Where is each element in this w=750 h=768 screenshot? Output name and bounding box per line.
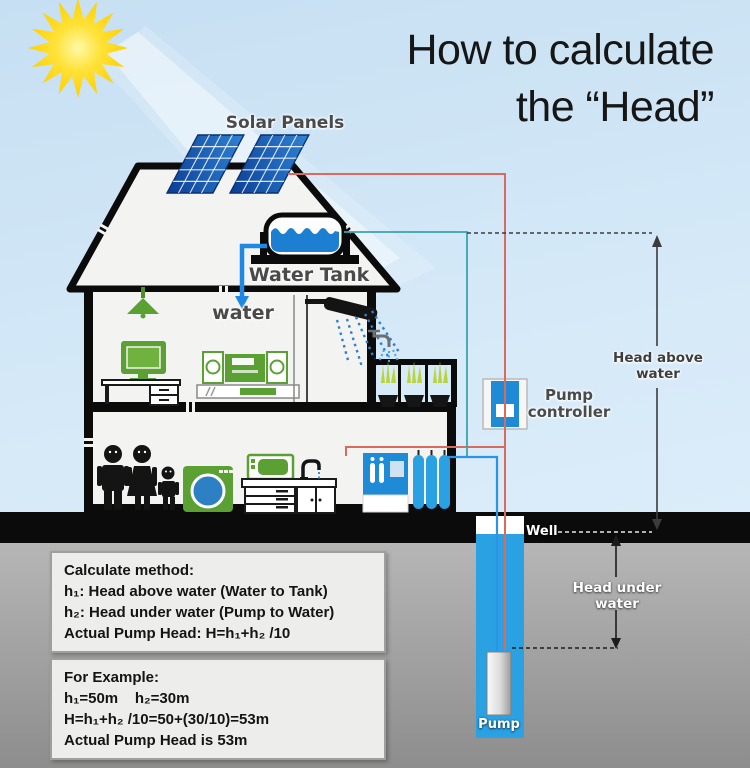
ceiling-lamp-icon <box>127 287 159 319</box>
water-tank-label: Water Tank <box>248 264 370 286</box>
teal-tank-pipe <box>344 231 468 457</box>
tv-icon <box>121 341 166 381</box>
red-power-wire <box>288 173 506 650</box>
calculate-method-box: Calculate method: h₁: Head above water (… <box>50 551 386 653</box>
pump-controller-label-line1: Pump <box>544 386 594 404</box>
pump-controller-label: Pump controller <box>528 387 611 421</box>
dimension-lines <box>467 232 662 649</box>
calc-h1-line: h₁: Head above water (Water to Tank) <box>64 583 328 600</box>
washing-machine-icon <box>183 466 233 512</box>
tank-water <box>271 228 339 252</box>
garden-faucet-icon <box>368 329 399 363</box>
upper-right-wall <box>367 289 376 407</box>
pump-controller-label-line2: controller <box>527 403 611 421</box>
filter-cylinders-icon <box>413 450 450 509</box>
solar-panels-label: Solar Panels <box>225 113 345 133</box>
ground-strip <box>0 512 750 543</box>
calc-h2-line: h₂: Head under water (Pump to Water) <box>64 604 335 621</box>
floor-divider <box>84 402 456 412</box>
sink-faucet-icon <box>300 459 321 480</box>
head-under-line2: water <box>595 596 639 612</box>
water-tank <box>251 212 359 264</box>
example-formula-line: H=h₁+h₂ /10=50+(30/10)=53m <box>64 711 270 728</box>
head-above-line1: Head above <box>613 350 703 366</box>
head-above-water-label: Head above water <box>613 350 703 382</box>
page-title: How to calculate the “Head” <box>250 22 715 136</box>
well <box>476 516 524 738</box>
title-line1: How to calculate <box>406 26 715 74</box>
title-line2: the “Head” <box>515 83 715 131</box>
shower-icon <box>293 295 401 402</box>
water-down-pipe <box>235 243 267 309</box>
calc-formula-line: Actual Pump Head: H=h₁+h₂ /10 <box>64 625 291 642</box>
example-result-line: Actual Pump Head is 53m <box>64 732 248 749</box>
pump-label: Pump <box>478 717 520 732</box>
family-figures <box>97 445 179 510</box>
solar-panel-left <box>165 134 245 194</box>
solar-panel-right <box>228 134 310 194</box>
example-values-line: h₁=50m h₂=30m <box>64 690 190 707</box>
red-branch-wire <box>345 446 505 456</box>
lower-right-wall <box>447 407 456 514</box>
left-wall <box>84 286 93 513</box>
stereo-icon <box>196 351 300 399</box>
kitchen-counter <box>241 478 337 514</box>
water-pipe-label: water <box>212 302 274 324</box>
wiring <box>288 173 506 651</box>
calc-heading: Calculate method: <box>64 562 195 579</box>
head-under-water-label: Head under water <box>573 580 662 612</box>
example-box: For Example: h₁=50m h₂=30m H=h₁+h₂ /10=5… <box>50 658 386 760</box>
well-label: Well <box>526 524 558 539</box>
desk-icon <box>101 379 181 406</box>
blue-well-pipe <box>447 455 499 651</box>
water-purifier-icon <box>362 453 409 513</box>
potted-plants <box>378 361 450 407</box>
example-heading: For Example: <box>64 669 160 686</box>
microwave-icon <box>246 453 295 481</box>
head-above-line2: water <box>636 366 680 382</box>
head-under-line1: Head under <box>572 580 662 596</box>
pump-body <box>486 651 512 716</box>
sun-icon <box>28 0 128 98</box>
